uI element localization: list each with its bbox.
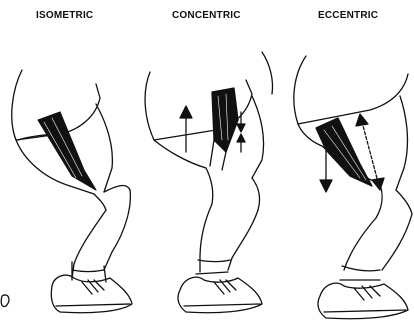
- isometric-leg-figure: [1, 70, 132, 313]
- concentric-muscle-shading: [212, 88, 238, 152]
- eccentric-leg-figure: [294, 56, 412, 319]
- eccentric-downward-arrow: [320, 150, 332, 192]
- concentric-upward-arrow: [180, 106, 192, 152]
- concentric-leg-figure: [145, 52, 272, 313]
- isometric-muscle-shading: [38, 112, 96, 190]
